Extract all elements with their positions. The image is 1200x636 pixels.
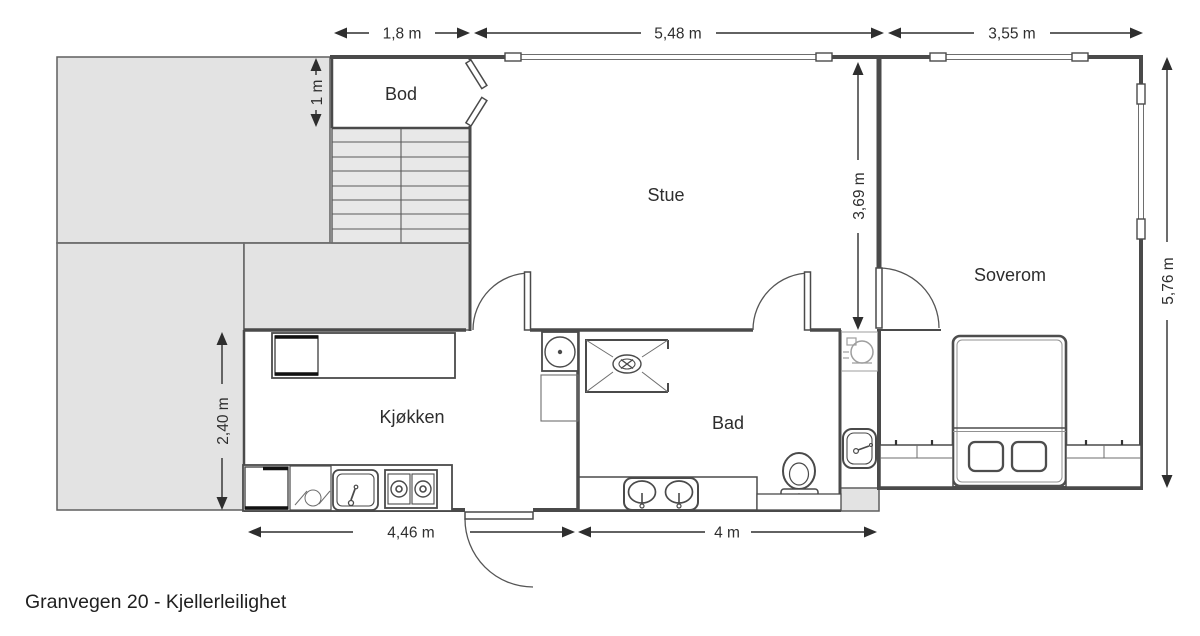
- dim-stue-depth: 3,69 m: [851, 62, 868, 330]
- soverom-window-right: [1136, 83, 1146, 240]
- dim-bod-depth: 1 m: [309, 58, 326, 127]
- svg-text:2,40 m: 2,40 m: [215, 397, 232, 444]
- soverom-door: [875, 267, 941, 331]
- dim-stue-width: 5,48 m: [474, 26, 884, 43]
- bad-label: Bad: [712, 413, 744, 433]
- room-labels: Bod Stue Soverom Kjøkken Bad: [379, 84, 1046, 433]
- counter-appliance: [271, 332, 456, 379]
- svg-text:3,69 m: 3,69 m: [851, 172, 868, 219]
- pillow-right: [1010, 440, 1048, 473]
- dimensions: 1,8 m 5,48 m 3,55 m 1 m: [215, 26, 1177, 542]
- entrance-door: [464, 511, 534, 588]
- soverom-label: Soverom: [974, 265, 1046, 285]
- stue-window: [504, 52, 833, 62]
- pillow-left: [967, 440, 1005, 473]
- walls: [57, 55, 1143, 512]
- svg-text:5,76 m: 5,76 m: [1160, 257, 1177, 304]
- svg-text:4 m: 4 m: [714, 525, 740, 542]
- svg-text:3,55 m: 3,55 m: [988, 26, 1035, 43]
- gray-area-bottom-left: [56, 242, 245, 511]
- soverom-window-top: [929, 52, 1089, 62]
- bedside-bench-right: [1065, 440, 1142, 488]
- stue-kjokken-door: [472, 271, 532, 331]
- cooktop-panel: [289, 465, 332, 511]
- staircase: [331, 127, 471, 244]
- svg-text:4,46 m: 4,46 m: [387, 525, 434, 542]
- kitchen-sink: [332, 469, 379, 511]
- hand-basin: [842, 428, 877, 469]
- plan-title: Granvegen 20 - Kjellerleilighet: [25, 591, 287, 613]
- stue-bad-door: [752, 271, 812, 331]
- water-heater: [540, 331, 579, 422]
- bedroom-furniture: [879, 334, 1142, 488]
- refrigerator: [244, 466, 289, 510]
- dim-kjokken-depth: 2,40 m: [215, 332, 232, 510]
- bedside-bench-left: [879, 440, 954, 488]
- bod-label: Bod: [385, 84, 417, 104]
- kjokken-label: Kjøkken: [379, 407, 444, 427]
- washing-machine: [841, 331, 878, 372]
- unexcavated-areas: [56, 56, 880, 512]
- bod-double-door: [464, 58, 488, 128]
- dim-kjokken-width: 4,46 m: [248, 525, 575, 542]
- svg-text:1 m: 1 m: [309, 80, 326, 106]
- gray-area-under-stairs: [243, 242, 471, 331]
- svg-text:1,8 m: 1,8 m: [383, 26, 422, 43]
- kitchen-fixtures: [242, 331, 579, 512]
- stue-label: Stue: [647, 185, 684, 205]
- double-bed: [951, 334, 1068, 488]
- two-burner-stove: [384, 469, 438, 509]
- bathroom-fixtures: [578, 331, 878, 511]
- gray-area-top-left: [56, 56, 331, 244]
- gray-area-nook-base: [839, 487, 880, 512]
- svg-text:5,48 m: 5,48 m: [654, 26, 701, 43]
- dim-soverom-width: 3,55 m: [888, 26, 1143, 43]
- shower: [585, 339, 669, 393]
- dim-soverom-depth: 5,76 m: [1160, 57, 1177, 488]
- bath-step: [756, 493, 842, 511]
- windows: [504, 52, 1146, 240]
- dim-bod-width: 1,8 m: [334, 26, 470, 43]
- doors: [464, 58, 941, 588]
- dim-bad-width: 4 m: [578, 525, 877, 542]
- double-sink-vanity: [578, 476, 758, 511]
